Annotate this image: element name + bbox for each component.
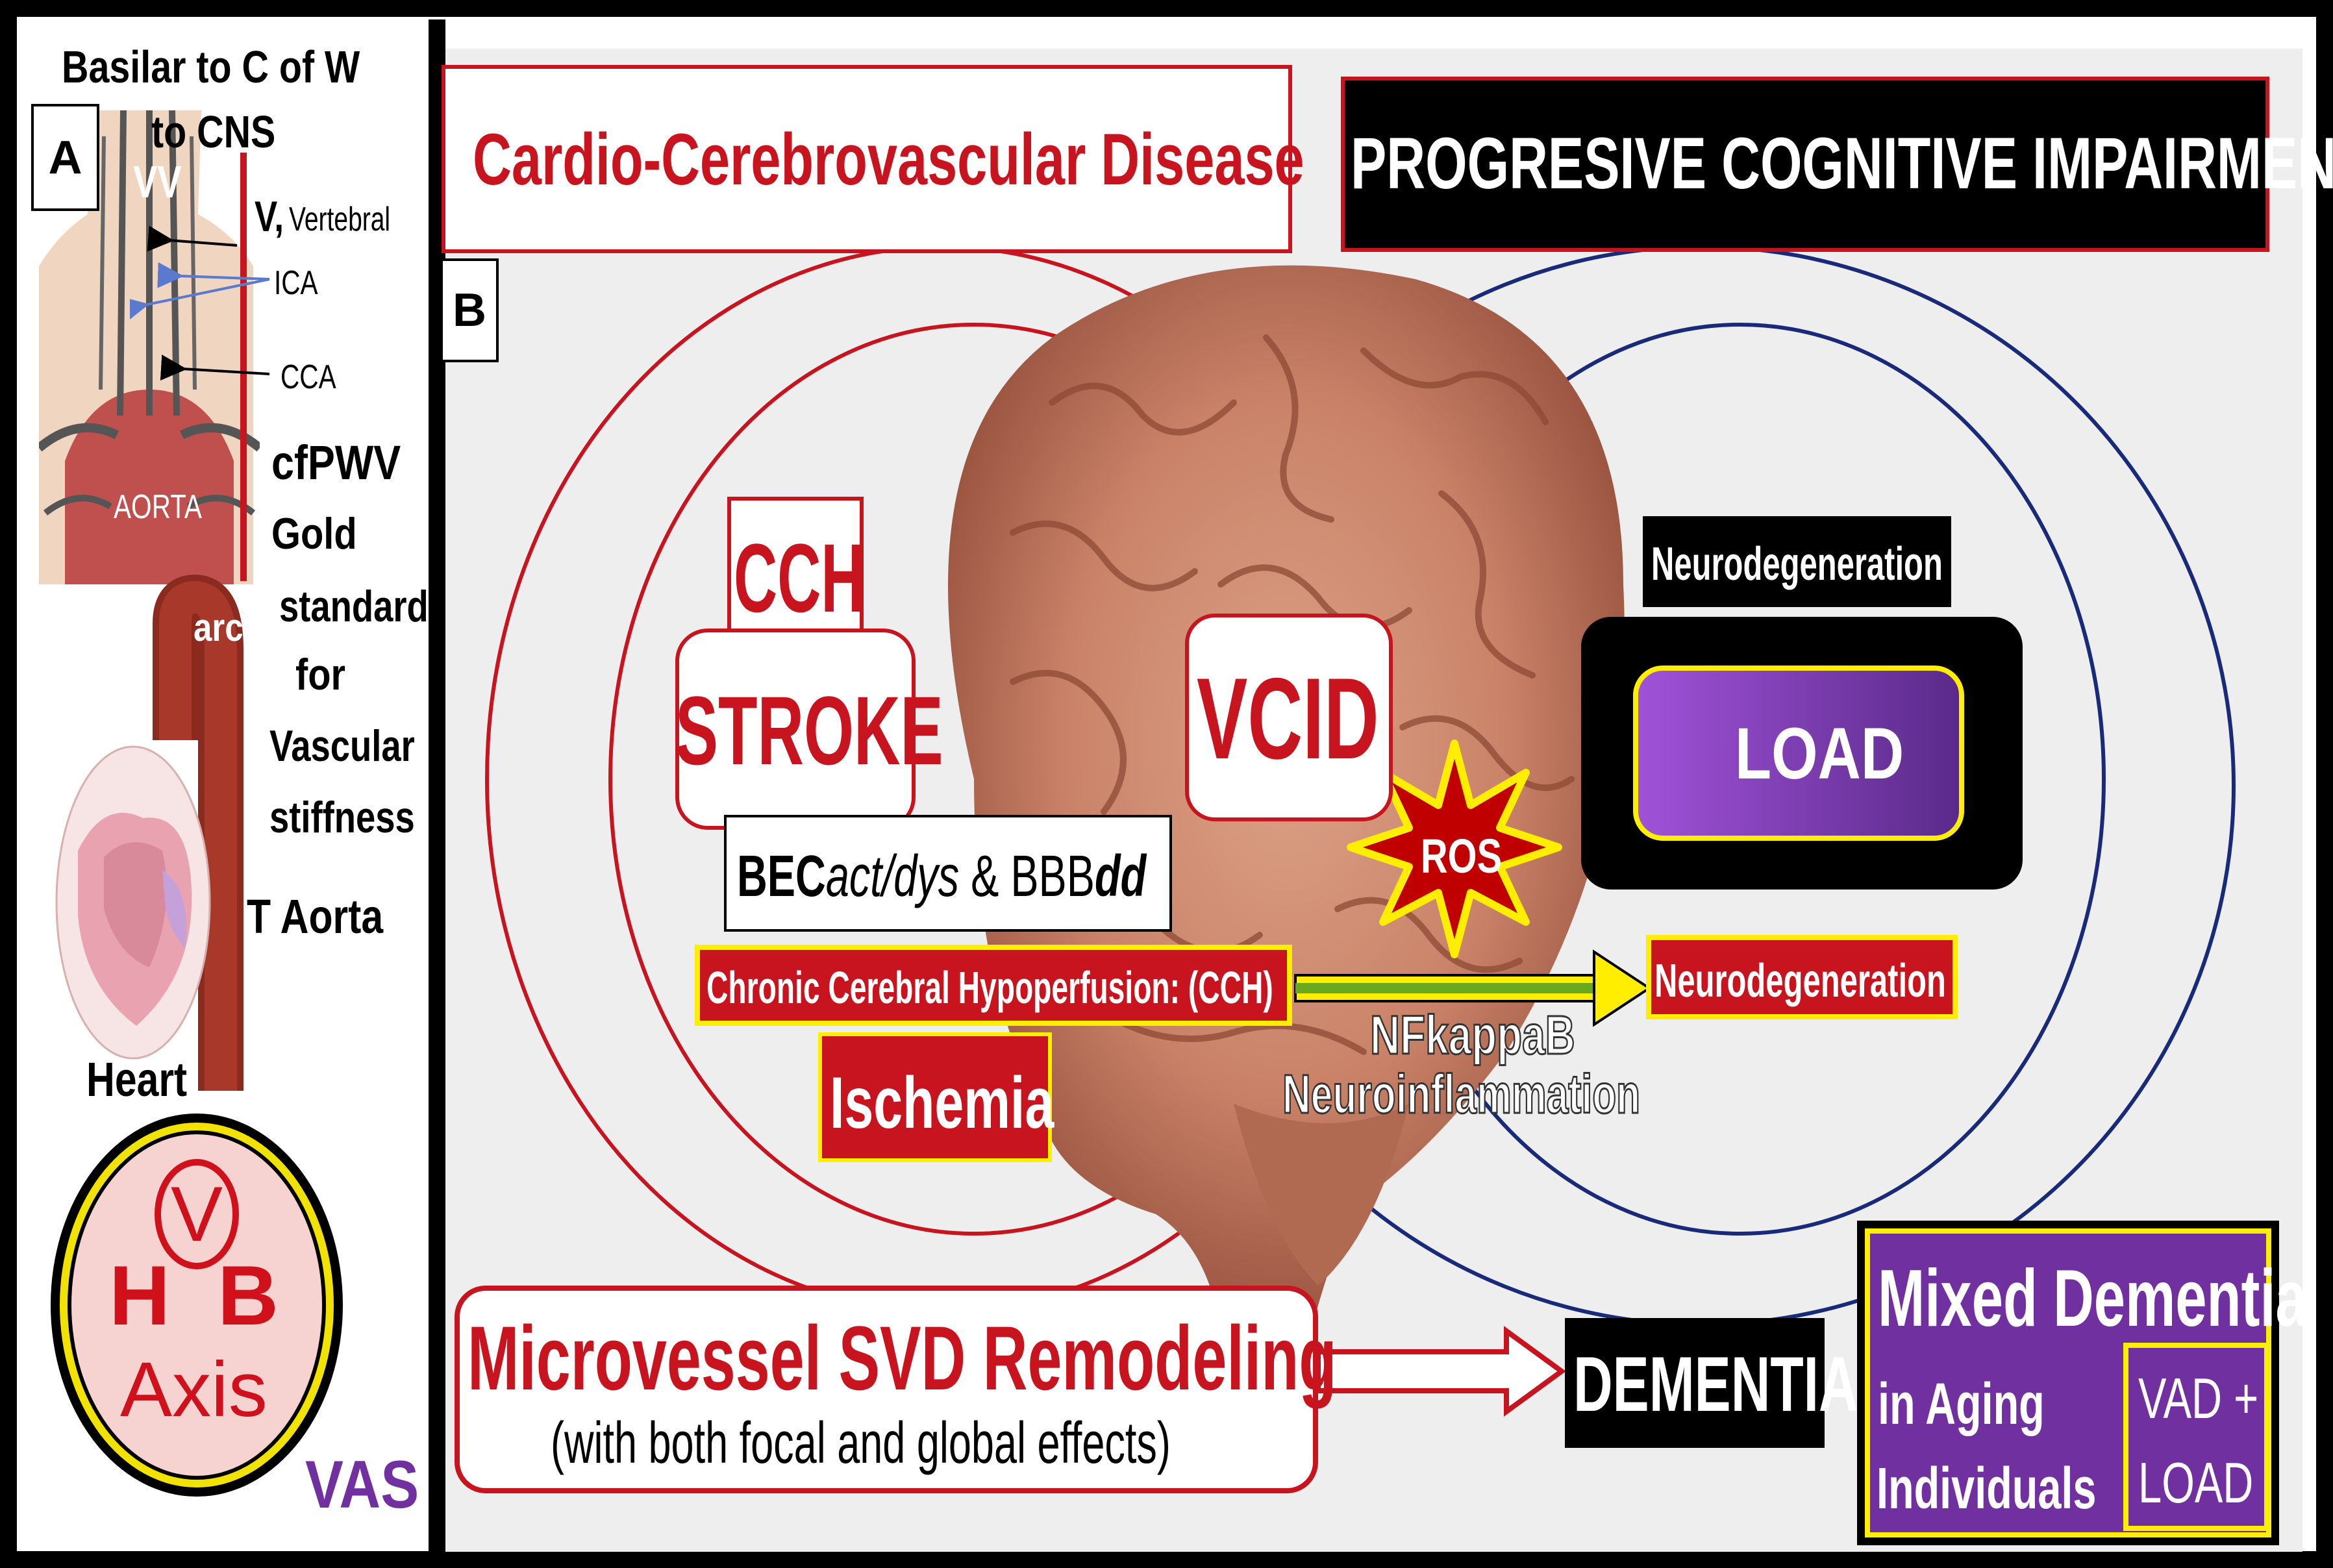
label-gold: Gold	[271, 509, 357, 558]
label-v: V,	[255, 192, 284, 240]
chronic-label: Chronic Cerebral Hypoperfusion: (CCH)	[706, 962, 1273, 1013]
neuroinflammation-label: Neuroinflammation	[1282, 1064, 1641, 1125]
ischemia-box	[818, 1032, 1052, 1162]
bec-amp: & BBB	[959, 844, 1095, 909]
label-cfpwv: cfPWV	[271, 436, 401, 490]
aortic-arch-illustration	[153, 574, 243, 1091]
panel-a-title-line2: to CNS	[151, 106, 276, 157]
label-aorta: AORTA	[114, 488, 202, 526]
chronic-box	[695, 945, 1292, 1026]
label-t-aorta: T Aorta	[247, 890, 384, 943]
microvessel-label: Microvessel SVD Remodeling	[468, 1307, 1337, 1409]
label-stiffness: stiffness	[269, 793, 415, 842]
ros-label: ROS	[1421, 829, 1503, 883]
heart-illustration	[55, 745, 211, 1060]
panel-a-letter: A	[31, 104, 99, 211]
label-for: for	[295, 650, 346, 699]
logo-h: H	[109, 1248, 170, 1343]
label-vertebral: Vertebral	[289, 201, 391, 238]
load-purple-box	[1633, 666, 1964, 841]
vad-load-label: LOAD	[2138, 1450, 2254, 1515]
label-vascular: Vascular	[269, 721, 415, 771]
vcid-box	[1185, 614, 1393, 821]
cch-label: CCH	[734, 523, 865, 632]
mixed-dementia-inner	[1865, 1228, 2271, 1537]
ischemia-label: Ischemia	[830, 1062, 1054, 1143]
logo-b: B	[218, 1248, 279, 1343]
neurodeg-top-box	[1643, 516, 1951, 607]
pci-label: PROGRESIVE COGNITIVE IMPAIRMENT	[1351, 123, 2333, 204]
logo-v: V	[170, 1171, 223, 1258]
vcid-label: VCID	[1197, 654, 1379, 783]
vad-load-box	[2123, 1343, 2269, 1531]
panel-b-letter: B	[440, 258, 499, 362]
dementias-box	[1565, 1318, 1825, 1448]
label-arch: arch	[193, 606, 264, 649]
dementias-label: DEMENTIAs	[1573, 1341, 1889, 1428]
bec-label: BECact/dys & BBBdd	[737, 847, 1146, 906]
bec-box	[724, 815, 1172, 932]
label-cca: CCA	[281, 358, 336, 396]
label-standard: standard	[279, 582, 429, 631]
microvessel-to-dementias-arrow	[1316, 1326, 1566, 1417]
microvessel-box	[455, 1286, 1318, 1493]
bec-dd: dd	[1095, 844, 1147, 909]
panel-a-title-line1: Basilar to C of W	[62, 42, 360, 92]
stroke-label: STROKE	[675, 676, 943, 785]
vas-label: VAS	[305, 1447, 419, 1523]
cch-to-neurodegeneration-arrow	[1294, 949, 1652, 1027]
logo-v-circle: V	[155, 1159, 239, 1269]
mixed-dementia-box	[1857, 1221, 2279, 1545]
label-vw: VV	[133, 156, 182, 207]
bec-main: BEC	[737, 844, 826, 909]
ros-starburst	[1347, 740, 1562, 958]
pointer-arrows	[130, 225, 270, 381]
ccvd-box	[442, 65, 1292, 253]
label-heart: Heart	[86, 1052, 188, 1106]
red-vertical-line	[240, 153, 247, 581]
logo-axis: Axis	[120, 1346, 268, 1433]
aging-line2: Individuals	[1877, 1456, 2097, 1521]
pci-box	[1341, 77, 2269, 252]
neurodeg-top-label: Neurodegeneration	[1651, 538, 1943, 590]
microvessel-sub-label: (with both focal and global effects)	[551, 1411, 1171, 1476]
bec-italic: act/dys	[825, 844, 960, 909]
neurodeg-red-label: Neurodegeneration	[1654, 955, 1946, 1007]
load-label: LOAD	[1735, 713, 1904, 794]
neurodeg-red-box	[1646, 935, 1958, 1019]
neck-aorta-illustration	[39, 110, 260, 584]
ccvd-label: Cardio-Cerebrovascular Disease	[473, 119, 1304, 200]
nfkappab-label: NFkappaB	[1369, 1004, 1576, 1065]
aging-line1: in Aging	[1878, 1372, 2045, 1437]
mixed-dementia-label: Mixed Dementia	[1878, 1254, 2307, 1343]
vad-label: VAD +	[2138, 1366, 2259, 1430]
label-ica: ICA	[274, 264, 318, 302]
stroke-box	[675, 628, 916, 830]
